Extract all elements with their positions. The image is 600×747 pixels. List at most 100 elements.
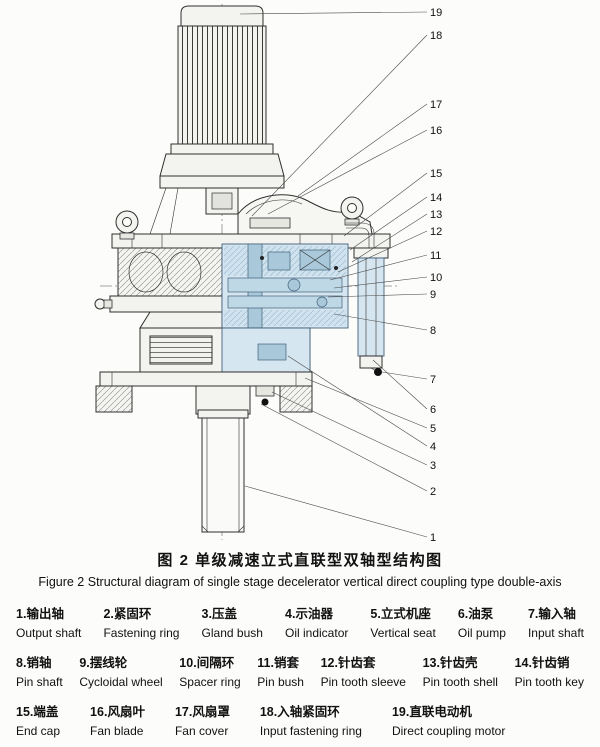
input-coupling: [205, 187, 239, 215]
part-name-zh: 直联电动机: [409, 705, 472, 719]
callout-10: 10: [430, 272, 442, 284]
part-name-zh: 销套: [273, 656, 299, 670]
legend-item-10: 10.间隔环 Spacer ring: [179, 652, 240, 689]
part-name-zh: 端盖: [33, 705, 59, 719]
part-name-en: Pin bush: [257, 675, 304, 689]
parts-legend: 1.输出轴 Output shaft 2.紧固环 Fastening ring …: [0, 603, 600, 738]
part-name-zh: 立式机座: [380, 607, 431, 621]
direct-coupling-motor: [149, 5, 285, 235]
part-number: 16.: [90, 705, 108, 719]
part-name-en: End cap: [16, 724, 61, 738]
callout-6: 6: [430, 404, 436, 416]
part-name-zh: 摆线轮: [89, 656, 128, 670]
part-name-en: Pin tooth shell: [422, 675, 498, 689]
part-name-zh: 针齿套: [337, 656, 376, 670]
part-name-en: Direct coupling motor: [391, 724, 506, 738]
part-name-zh: 风扇叶: [107, 705, 145, 719]
callout-18: 18: [430, 30, 442, 42]
legend-item-18: 18.入轴紧固环 Input fastening ring: [260, 701, 362, 738]
callout-3: 3: [430, 460, 436, 472]
legend-item-12: 12.针齿套 Pin tooth sleeve: [321, 652, 406, 689]
part-number: 11.: [257, 656, 274, 670]
callout-5: 5: [430, 423, 436, 435]
part-name-en: Oil indicator: [285, 626, 349, 640]
legend-item-2: 2.紧固环 Fastening ring: [103, 603, 179, 640]
part-number: 4.: [285, 607, 296, 621]
callout-9: 9: [430, 289, 436, 301]
callout-14: 14: [430, 192, 442, 204]
legend-item-15: 15.端盖 End cap: [16, 701, 60, 738]
part-number: 9.: [79, 656, 90, 670]
figure-title-zh: 图 2 单级减速立式直联型双轴型结构图: [157, 552, 443, 569]
part-name-en: Spacer ring: [179, 675, 241, 689]
legend-row-1: 1.输出轴 Output shaft 2.紧固环 Fastening ring …: [16, 603, 584, 640]
part-name-en: Fan blade: [90, 724, 144, 738]
part-name-en: Cycloidal wheel: [79, 675, 163, 689]
legend-item-16: 16.风扇叶 Fan blade: [90, 701, 145, 738]
part-name-zh: 风扇罩: [192, 705, 230, 719]
callout-17: 17: [430, 99, 442, 111]
part-name-zh: 压盖: [211, 607, 237, 621]
part-number: 14.: [514, 656, 532, 670]
legend-row-2: 8.销轴 Pin shaft 9.摆线轮 Cycloidal wheel 10.…: [16, 652, 584, 689]
cross-section-center: [221, 243, 349, 329]
part-name-zh: 针齿壳: [439, 656, 478, 670]
callout-15: 15: [430, 168, 442, 180]
figure-title-en: Figure 2 Structural diagram of single st…: [38, 575, 562, 589]
part-name-en: Pin tooth sleeve: [320, 675, 406, 689]
oil-drain-fitting: [94, 298, 113, 310]
part-number: 18.: [259, 705, 278, 719]
part-number: 13.: [422, 656, 440, 670]
housing-left: [109, 247, 223, 329]
part-number: 19.: [391, 705, 410, 719]
callout-13: 13: [430, 209, 442, 221]
callout-2: 2: [430, 486, 436, 498]
legend-row-3: 15.端盖 End cap 16.风扇叶 Fan blade 17.风扇罩 Fa…: [16, 701, 584, 738]
part-name-zh: 针齿销: [531, 656, 570, 670]
callout-1: 1: [430, 532, 436, 544]
part-name-zh: 销轴: [26, 656, 52, 670]
legend-item-5: 5.立式机座 Vertical seat: [370, 603, 435, 640]
drawing-area: 19 18 17 16 15 14 13 12 11 10 9 8 7 6 5 …: [94, 4, 442, 544]
part-name-en: Gland bush: [201, 626, 263, 640]
callout-16: 16: [430, 125, 442, 137]
part-name-en: Oil pump: [457, 626, 506, 640]
callout-7: 7: [430, 374, 436, 386]
part-name-en: Output shaft: [16, 626, 82, 640]
part-name-zh: 间隔环: [196, 656, 235, 670]
legend-item-11: 11.销套 Pin bush: [257, 652, 304, 689]
legend-item-17: 17.风扇罩 Fan cover: [175, 701, 230, 738]
part-number: 15.: [16, 705, 34, 719]
part-number: 3.: [201, 607, 212, 621]
legend-item-1: 1.输出轴 Output shaft: [16, 603, 81, 640]
part-number: 17.: [174, 705, 193, 719]
part-name-en: Vertical seat: [370, 626, 436, 640]
callout-11: 11: [430, 250, 441, 262]
part-number: 12.: [320, 656, 338, 670]
part-name-en: Input fastening ring: [259, 724, 362, 738]
callout-12: 12: [430, 226, 442, 238]
part-name-zh: 输入轴: [538, 607, 576, 621]
part-number: 2.: [103, 607, 114, 621]
lifting-eye-left: [115, 210, 139, 240]
part-number: 6.: [457, 607, 469, 621]
output-shaft: [197, 409, 249, 533]
part-name-zh: 油泵: [468, 607, 494, 621]
part-name-zh: 输出轴: [26, 607, 64, 621]
legend-item-14: 14.针齿销 Pin tooth key: [515, 652, 584, 689]
part-name-zh: 入轴紧固环: [277, 705, 340, 719]
oil-pump: [346, 222, 389, 376]
legend-item-4: 4.示油器 Oil indicator: [285, 603, 348, 640]
part-name-zh: 示油器: [295, 607, 333, 621]
part-name-en: Pin tooth key: [514, 675, 584, 689]
legend-item-8: 8.销轴 Pin shaft: [16, 652, 63, 689]
part-name-en: Pin shaft: [16, 675, 63, 689]
callout-leader-lines: [239, 11, 428, 538]
legend-item-7: 7.输入轴 Input shaft: [528, 603, 584, 640]
part-name-en: Fastening ring: [103, 626, 180, 640]
part-number: 10.: [179, 656, 197, 670]
callout-8: 8: [430, 325, 436, 337]
callout-numbers: 19 18 17 16 15 14 13 12 11 10 9 8 7 6 5 …: [430, 7, 442, 544]
part-name-en: Input shaft: [527, 626, 584, 640]
